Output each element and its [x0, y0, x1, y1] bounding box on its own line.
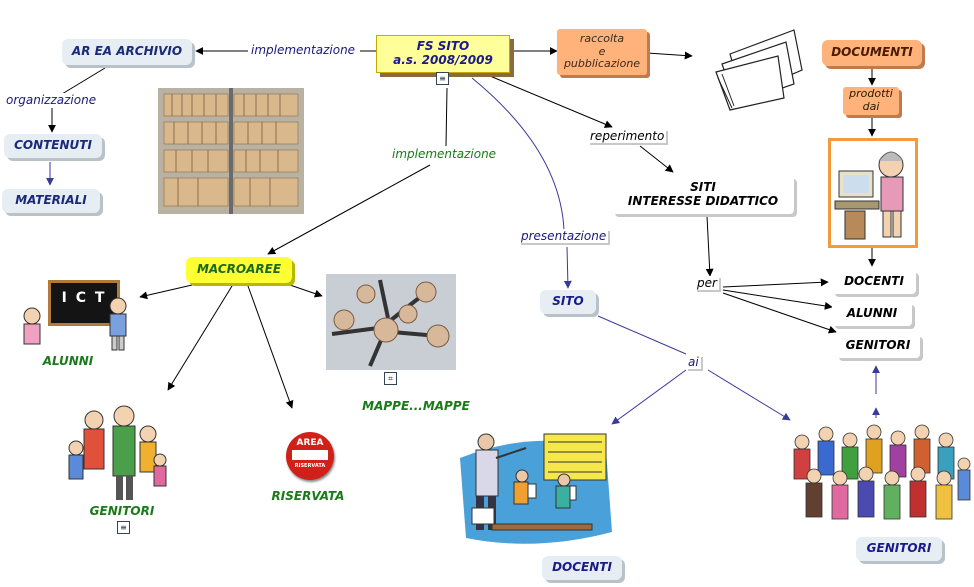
link-macroaree-ict — [139, 284, 193, 300]
link-per-alunni — [722, 289, 833, 310]
node-genitori-right[interactable]: GENITORI — [836, 334, 920, 358]
node-prodotti-dai[interactable]: prodotti dai — [843, 87, 899, 115]
map-icon[interactable]: ⌗ — [384, 372, 397, 385]
link-per-genitori — [722, 292, 837, 334]
node-docenti-right[interactable]: DOCENTI — [832, 270, 916, 294]
label-per: per — [695, 276, 719, 290]
area-sign-top: AREA — [296, 438, 324, 448]
ict-board-text: I C T — [61, 290, 107, 306]
node-contenuti[interactable]: CONTENUTI — [4, 134, 102, 158]
fs-sito-title: FS SITO — [416, 39, 470, 54]
node-docenti-bottom[interactable]: DOCENTI — [542, 556, 622, 580]
node-genitori-left[interactable]: GENITORI — [89, 504, 155, 519]
area-sign-bottom: RISERVATA — [294, 463, 326, 469]
link-raccolta-documenti — [646, 51, 693, 60]
computer-lab-image — [456, 428, 616, 552]
link-macroaree-riservata — [247, 285, 294, 409]
node-sito[interactable]: SITO — [540, 290, 596, 314]
link-fs-presentazione — [471, 77, 565, 231]
node-documenti-top[interactable]: DOCUMENTI — [822, 40, 922, 66]
area-riservata-sign: AREA RISERVATA — [286, 432, 334, 480]
ict-board-image: I C T — [20, 276, 132, 354]
link-ai-docenti — [611, 369, 687, 425]
link-fs-reperimento — [489, 75, 613, 128]
node-area-archivio[interactable]: AR EA ARCHIVIO — [62, 39, 192, 65]
papers-image — [712, 26, 804, 112]
link-siti-per — [705, 215, 714, 277]
fs-sito-year: a.s. 2008/2009 — [393, 53, 493, 67]
crowd-image — [786, 420, 972, 538]
siti-line2: INTERESSE DIDATTICO — [627, 194, 779, 208]
link-implementazione-macroaree — [267, 164, 431, 255]
link-presentazione-sito — [563, 246, 572, 289]
archive-shelves-image — [158, 88, 304, 214]
label-implementazione-mid: implementazione — [390, 147, 499, 161]
link-macroaree-mappe — [289, 284, 323, 298]
node-riservata[interactable]: RISERVATA — [271, 489, 345, 504]
node-macroaree[interactable]: MACROAREE — [186, 257, 292, 283]
node-genitori-bottom[interactable]: GENITORI — [856, 537, 942, 561]
label-presentazione: presentazione — [519, 229, 609, 243]
node-mappe[interactable]: MAPPE...MAPPE — [362, 399, 470, 414]
label-implementazione-top: implementazione — [249, 43, 358, 57]
link-sito-ai — [597, 315, 687, 355]
link-reperimento-siti — [639, 145, 674, 173]
concept-maps-image — [326, 274, 456, 370]
label-organizzazione: organizzazione — [4, 93, 99, 107]
label-ai: ai — [686, 355, 701, 369]
link-archivio-organizzazione — [61, 67, 106, 95]
link-ai-genitori — [707, 369, 791, 421]
link-per-docenti — [722, 278, 829, 288]
teacher-computer-image — [828, 138, 918, 248]
node-siti-interesse-didattico[interactable]: SITI INTERESSE DIDATTICO — [612, 176, 794, 214]
family-image — [64, 404, 172, 504]
link-fs-implementazione-mid — [445, 87, 448, 147]
node-alunni-right[interactable]: ALUNNI — [832, 302, 912, 326]
label-reperimento: reperimento — [588, 129, 667, 143]
node-materiali[interactable]: MATERIALI — [2, 189, 100, 213]
document-icon[interactable]: ≡ — [117, 521, 130, 534]
link-macroaree-genitori — [167, 285, 233, 391]
siti-line1: SITI — [690, 180, 716, 195]
node-fs-sito[interactable]: FS SITO a.s. 2008/2009 — [376, 35, 510, 73]
document-icon[interactable]: ≡ — [436, 72, 449, 85]
node-alunni-left[interactable]: ALUNNI — [42, 354, 94, 369]
node-raccolta-pubblicazione[interactable]: raccolta e pubblicazione — [557, 29, 647, 75]
